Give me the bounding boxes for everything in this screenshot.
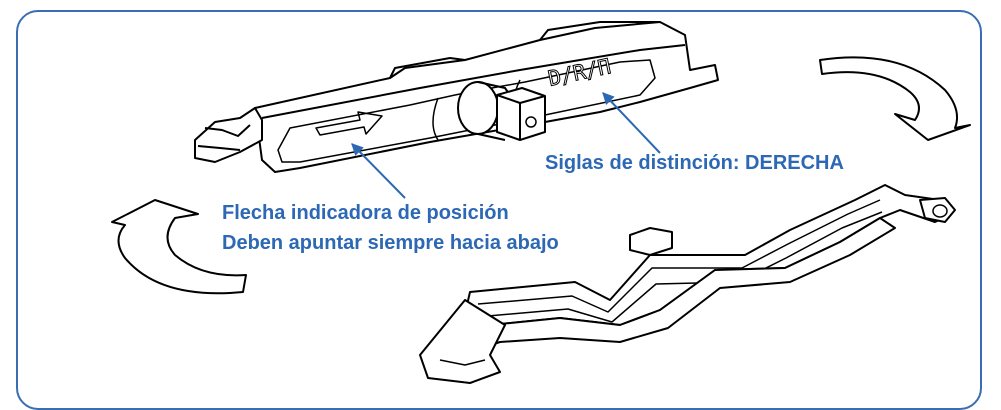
siglas-callout: Siglas de distinción: DERECHA bbox=[545, 152, 844, 174]
flecha-callout-line1: Flecha indicadora de posición bbox=[222, 202, 509, 224]
flecha-callout-line2: Deben apuntar siempre hacia abajo bbox=[222, 232, 559, 254]
rotation-arrow-bottom-left bbox=[111, 199, 247, 295]
flecha-leader-line bbox=[351, 143, 406, 199]
top-part bbox=[194, 21, 719, 173]
bottom-part bbox=[419, 184, 956, 384]
rotation-arrow-top-right bbox=[819, 56, 971, 141]
technical-drawing: D/R/П bbox=[111, 21, 971, 384]
siglas-leader-line bbox=[602, 92, 661, 154]
